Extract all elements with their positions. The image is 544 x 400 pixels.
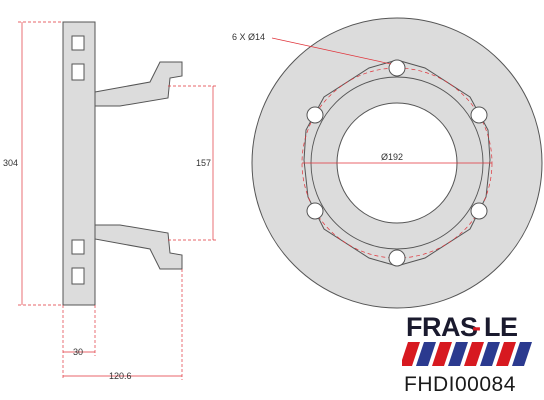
fras-le-logo: FRAS - LE xyxy=(402,312,532,366)
part-number: FHDI00084 xyxy=(404,373,516,396)
bolt-hole-leader xyxy=(271,37,392,65)
bolt-hole xyxy=(388,249,406,267)
logo-stripes xyxy=(402,342,532,366)
hub-flange-upper xyxy=(94,61,183,107)
svg-text:FRAS: FRAS xyxy=(406,312,478,342)
dim-hub-diameter: 157 xyxy=(196,158,211,168)
bolt-hole xyxy=(306,106,324,124)
dim-hub-offset: 30 xyxy=(73,347,83,357)
hub-flange-lower xyxy=(94,224,183,270)
vent-slot xyxy=(71,35,85,51)
bolt-hole xyxy=(470,202,488,220)
bolt-hole xyxy=(388,59,406,77)
vent-slot xyxy=(71,267,85,285)
bolt-hole xyxy=(306,202,324,220)
dim-bolt-holes: 6 X Ø14 xyxy=(232,32,265,42)
side-view xyxy=(62,21,183,306)
vent-slot xyxy=(71,239,85,255)
logo-wordmark: FRAS - LE xyxy=(406,312,518,342)
svg-text:-: - xyxy=(472,312,481,342)
dim-overall-diameter: 304 xyxy=(3,158,18,168)
bolt-hole xyxy=(470,106,488,124)
side-dimensions xyxy=(18,21,217,380)
front-view xyxy=(251,17,543,309)
svg-text:LE: LE xyxy=(484,312,518,342)
dim-total-height: 120.6 xyxy=(109,371,132,381)
vent-slot xyxy=(71,63,85,81)
dim-bolt-circle: Ø192 xyxy=(381,152,403,162)
